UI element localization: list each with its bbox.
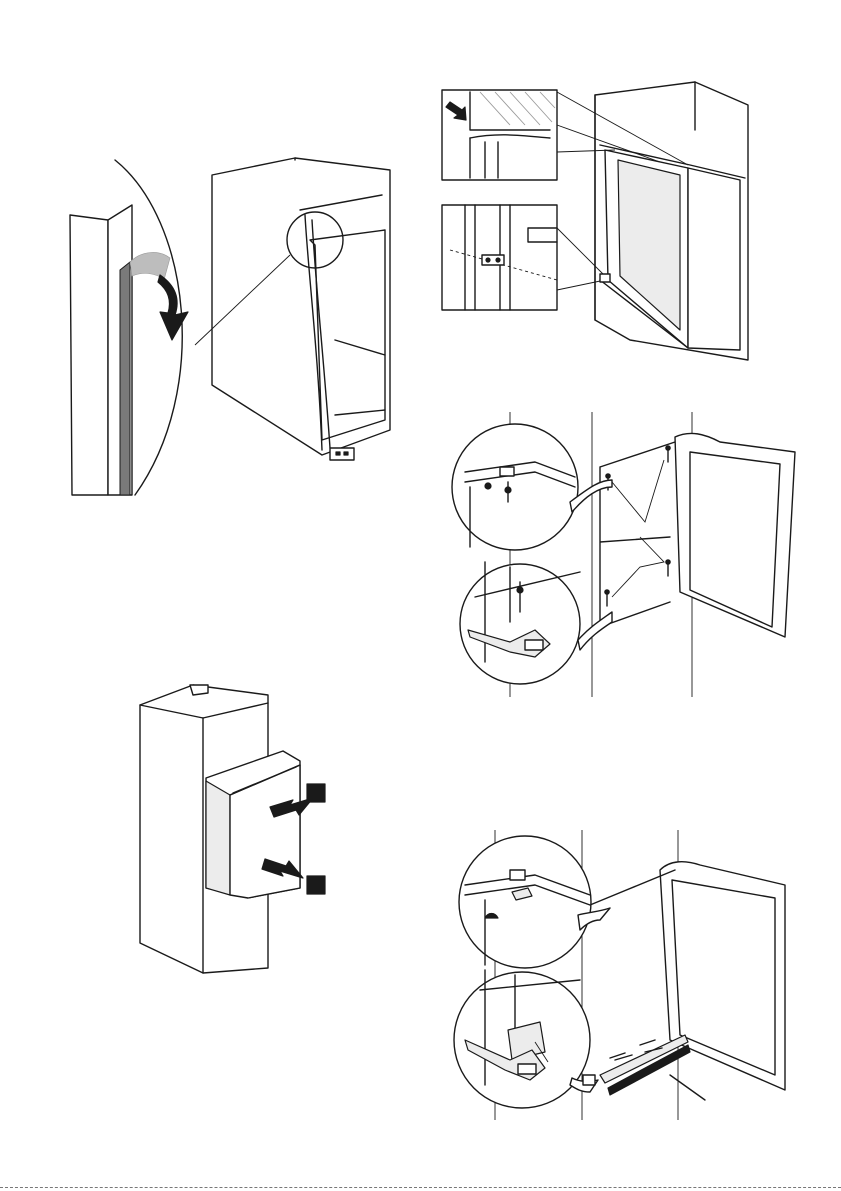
- screw-bottom-left: [605, 590, 609, 606]
- marker-square-top: [307, 784, 325, 802]
- figure-hinge-screws: [440, 412, 810, 697]
- appliance-side: [206, 781, 230, 895]
- peeled-tab: [130, 252, 170, 280]
- magnifier-top: [459, 836, 591, 968]
- figure-push-niche: [138, 683, 338, 973]
- cabinet-body: [212, 158, 390, 455]
- screw-bottom-right: [666, 560, 670, 576]
- figure-door-align: [440, 80, 800, 370]
- magnifier-top: [452, 424, 578, 550]
- seal-strip: [120, 262, 130, 495]
- screw-top-right: [666, 446, 670, 462]
- marker-square-bottom: [307, 876, 325, 894]
- hinge-bracket: [330, 448, 354, 460]
- inset-hinge: [482, 255, 504, 265]
- figure-hinge-covers: [440, 830, 810, 1120]
- page-bottom-rule: [0, 1187, 841, 1188]
- peel-arrow-icon: [158, 275, 188, 340]
- screw-icon: [485, 483, 491, 489]
- figure-seal-strip: [60, 150, 400, 510]
